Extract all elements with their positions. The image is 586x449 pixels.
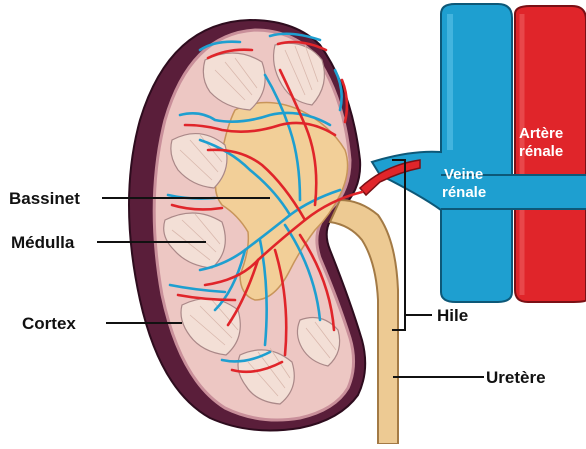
label-veine-line2: rénale bbox=[442, 184, 486, 201]
label-hile: Hile bbox=[437, 306, 468, 325]
label-cortex: Cortex bbox=[22, 314, 76, 333]
label-uretere: Uretère bbox=[486, 368, 546, 387]
label-bassinet: Bassinet bbox=[9, 189, 80, 208]
label-veine-line1: Veine bbox=[444, 166, 483, 183]
label-artere-line1: Artère bbox=[519, 125, 563, 142]
label-artere-line2: rénale bbox=[519, 143, 563, 160]
label-medulla: Médulla bbox=[11, 233, 75, 252]
